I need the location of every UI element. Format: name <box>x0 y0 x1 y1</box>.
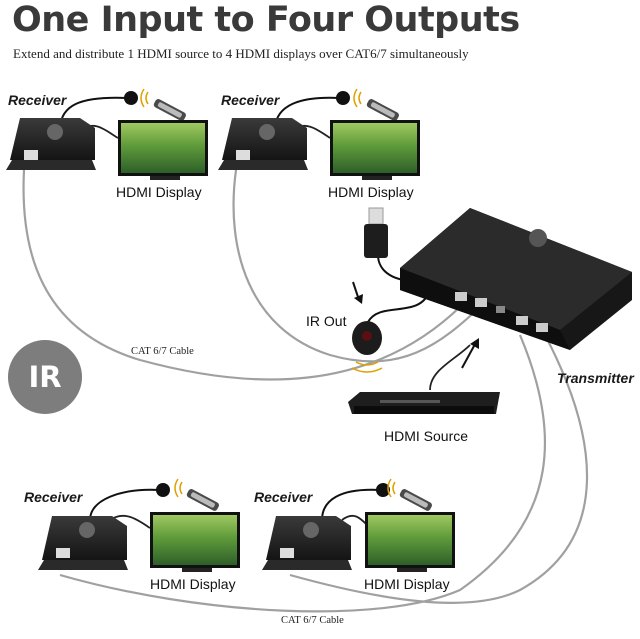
cable-label-top: CAT 6/7 Cable <box>131 346 194 357</box>
brand-logo-icon <box>303 522 319 538</box>
receiver-device <box>6 118 96 170</box>
transmitter-label: Transmitter <box>557 370 634 386</box>
rj45-port-icon <box>475 298 487 307</box>
hdmi-port-icon <box>496 306 505 313</box>
ir-eye-icon <box>124 91 138 105</box>
ir-cable-3 <box>89 488 161 521</box>
cable-to-receiver-4 <box>289 334 588 604</box>
hdmi-display-monitor <box>150 512 240 572</box>
display-label-1: HDMI Display <box>116 184 202 200</box>
brand-logo-icon <box>259 124 275 140</box>
rj45-port-icon <box>516 316 528 325</box>
receiver-device <box>38 516 128 570</box>
remote-control-icon <box>399 489 432 511</box>
hdmi-display-monitor <box>365 512 455 572</box>
display-label-4: HDMI Display <box>364 576 450 592</box>
power-adapter-icon <box>364 207 388 258</box>
brand-logo-icon <box>47 124 63 140</box>
ir-eye-icon <box>376 483 390 497</box>
receiver-device <box>262 516 352 570</box>
remote-control-icon <box>186 489 219 511</box>
brand-logo-icon <box>79 522 95 538</box>
source-cable <box>429 344 471 391</box>
down-arrow-icon <box>352 281 363 304</box>
remote-control-icon <box>153 99 186 121</box>
ir-eye-icon <box>336 91 350 105</box>
receiver-device <box>218 118 308 170</box>
ir-cable-4 <box>321 488 381 521</box>
page-subtitle: Extend and distribute 1 HDMI source to 4… <box>13 46 469 61</box>
receiver-label-3: Receiver <box>24 489 83 505</box>
cable-to-receiver-1 <box>22 169 463 381</box>
hdmi-display-monitor <box>330 120 420 180</box>
display-label-3: HDMI Display <box>150 576 236 592</box>
rj45-port-icon <box>455 292 467 301</box>
remote-control-icon <box>366 99 399 121</box>
page-title: One Input to Four Outputs <box>12 0 520 40</box>
receiver-label-1: Receiver <box>8 92 67 108</box>
display-label-2: HDMI Display <box>328 184 414 200</box>
ir-out-emitter <box>351 321 383 373</box>
ir-eye-icon <box>156 483 170 497</box>
hdmi-source-player <box>348 392 500 414</box>
ir-badge: IR <box>8 340 82 414</box>
rj45-port-icon <box>536 323 548 332</box>
cat-cables <box>22 169 588 613</box>
receiver-label-2: Receiver <box>221 92 280 108</box>
up-arrow-icon <box>461 338 479 369</box>
cable-to-receiver-2 <box>232 169 483 363</box>
hdmi-source-label: HDMI Source <box>384 428 469 444</box>
brand-logo-icon <box>529 229 547 247</box>
cable-label-bottom: CAT 6/7 Cable <box>281 615 344 626</box>
ir-out-label: IR Out <box>306 313 347 329</box>
hdmi-display-monitor <box>118 120 208 180</box>
receiver-label-4: Receiver <box>254 489 313 505</box>
cable-to-receiver-3 <box>59 334 547 613</box>
transmitter-device <box>400 208 632 350</box>
